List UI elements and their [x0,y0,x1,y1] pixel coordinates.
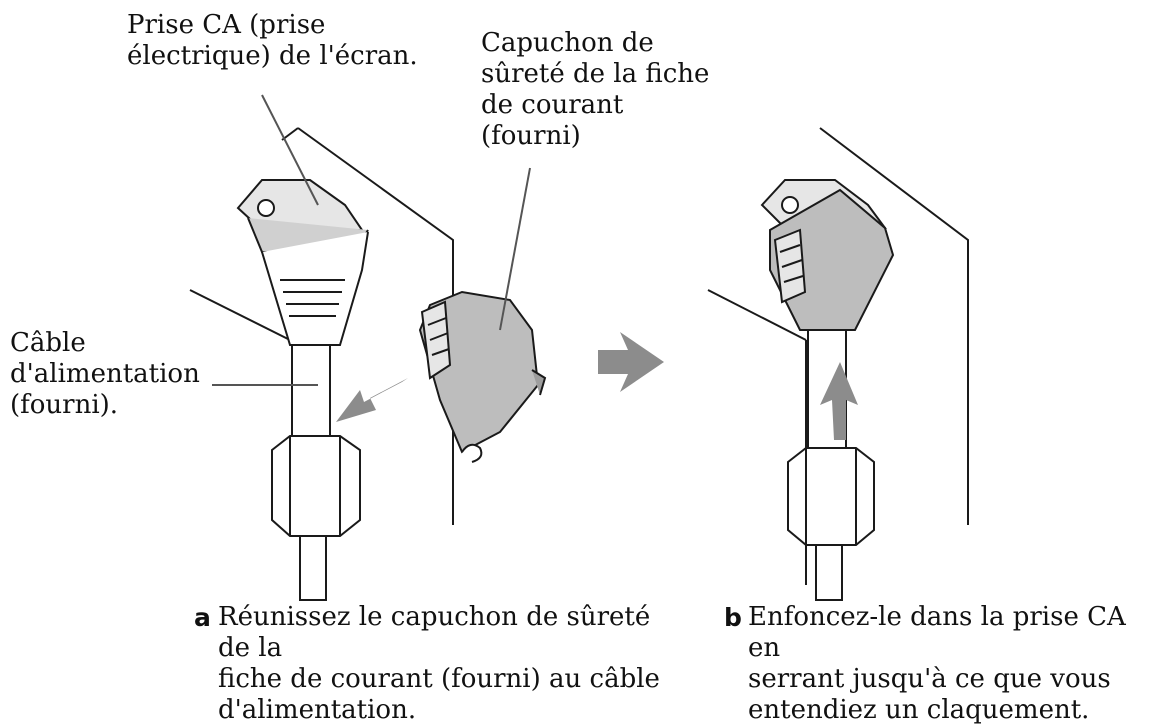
step-a-text: Réunissez le capuchon de sûreté de la fi… [218,602,660,725]
ac-inlet-right [760,179,895,331]
step-a: a Réunissez le capuchon de sûreté de la … [194,602,688,726]
power-cable-left [271,339,361,601]
safety-cap [418,290,547,463]
up-arrow-icon [820,362,858,440]
step-b-text: Enfoncez-le dans la prise CA en serrant … [748,602,1126,725]
label-power-cable: Câble d'alimentation (fourni). [10,328,200,420]
power-cable-right [787,329,875,601]
right-arrow-icon [598,332,664,392]
down-left-arrow-icon [336,378,408,422]
leader-lines [212,94,531,386]
step-b: b Enfoncez-le dans la prise CA en serran… [724,602,1163,726]
label-safety-cap: Capuchon de sûreté de la fiche de couran… [481,28,710,151]
step-a-marker: a [194,603,211,632]
ac-inlet-left [236,179,369,346]
step-b-marker: b [724,603,742,632]
installation-diagram [189,94,969,601]
label-ac-inlet: Prise CA (prise électrique) de l'écran. [127,10,418,71]
